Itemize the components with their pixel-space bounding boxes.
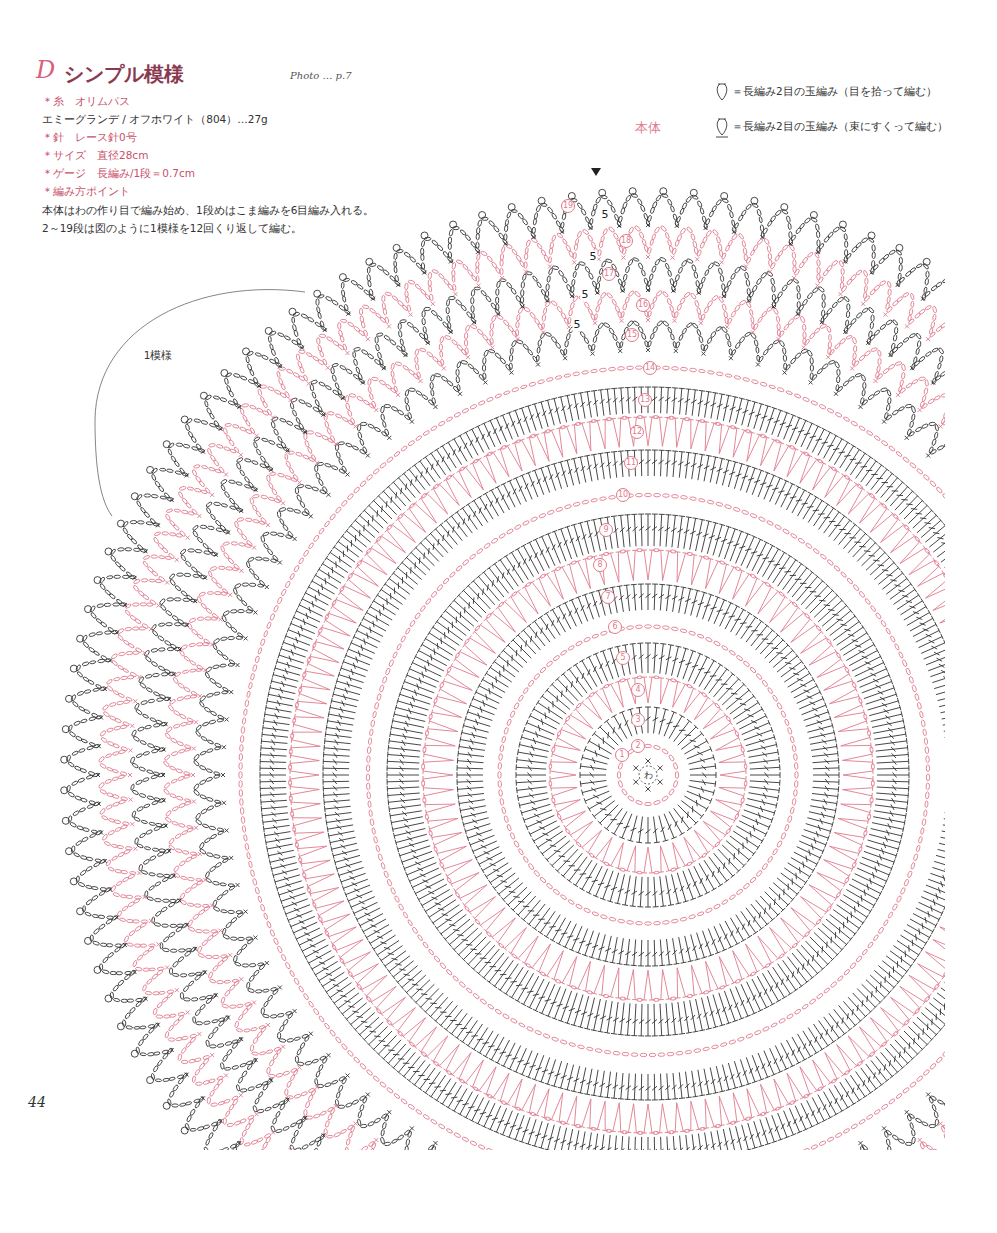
page-number: 44 xyxy=(28,1094,46,1111)
stitch-rings xyxy=(61,188,945,1150)
row-number: 19 xyxy=(561,199,575,213)
stitch-row xyxy=(422,549,875,1002)
pattern-note: ＊ゲージ 長編み/1段＝0.7cm xyxy=(40,167,197,180)
stitch-row xyxy=(633,759,662,792)
legend-text: ＝長編み2目の玉編み（束にすくって編む） xyxy=(732,120,948,133)
row-number: 3 xyxy=(631,713,645,727)
magic-ring xyxy=(639,766,657,784)
pattern-note: ＊編み方ポイント xyxy=(40,185,132,198)
photo-reference: Photo … p.7 xyxy=(290,70,352,82)
row-number: 12 xyxy=(630,425,644,439)
chain-count: 5 xyxy=(573,318,582,331)
row-number: 15 xyxy=(625,328,639,342)
stitch-row xyxy=(164,291,945,1150)
ring-label: わ xyxy=(644,770,653,781)
pattern-note: ＊針 レース針0号 xyxy=(40,131,139,144)
stitch-row xyxy=(131,258,945,1150)
stitch-row xyxy=(239,366,945,1150)
row-number: 1 xyxy=(615,748,629,762)
row-number: 18 xyxy=(619,234,633,248)
row-number: 10 xyxy=(616,488,630,502)
repeat-label: 1模様 xyxy=(144,349,173,362)
row-number: 7 xyxy=(601,590,615,604)
stitch-row xyxy=(194,321,945,1150)
pattern-note: 2～19段は図のように1模様を12回くり返して編む。 xyxy=(40,222,304,235)
stitch-row xyxy=(99,226,945,1150)
row-number: 6 xyxy=(608,620,622,634)
row-number: 13 xyxy=(638,393,652,407)
stitch-row xyxy=(457,584,839,966)
stitch-row xyxy=(366,493,929,1056)
pattern-note: ＊サイズ 直径28cm xyxy=(40,149,150,162)
stitch-row xyxy=(580,707,716,843)
stitch-row xyxy=(549,676,747,874)
row-number: 11 xyxy=(624,456,638,470)
stitch-row xyxy=(323,450,945,1100)
repeat-bracket xyxy=(95,290,305,516)
chain-count: 5 xyxy=(601,208,610,221)
legend-symbol xyxy=(717,84,727,100)
pattern-note: ＊糸 オリムパス xyxy=(40,95,132,108)
stitch-row xyxy=(61,188,945,1150)
chain-count: 5 xyxy=(581,288,590,301)
start-marker xyxy=(591,168,601,176)
stitch-row xyxy=(498,625,798,925)
pattern-note: 本体はわの作り目で編み始め、1段めはこま編みを6目編み入れる。 xyxy=(40,204,376,217)
row-number: 2 xyxy=(631,739,645,753)
stitch-row xyxy=(387,514,909,1036)
stitch-row xyxy=(516,643,780,907)
chart-letter: D xyxy=(36,56,55,85)
row-number: 17 xyxy=(602,267,616,281)
row-number: 4 xyxy=(631,683,645,697)
chart-title: シンプル模様 xyxy=(64,62,184,86)
row-number: 9 xyxy=(599,523,613,537)
part-name: 本体 xyxy=(635,120,661,136)
pattern-note: エミーグランデ / オフホワイト（804）…27g xyxy=(40,113,270,126)
row-number: 5 xyxy=(616,651,630,665)
row-number: 16 xyxy=(636,298,650,312)
legend-text: ＝長編み2目の玉編み（目を拾って編む） xyxy=(732,85,937,98)
legend-symbol xyxy=(716,119,728,137)
chain-count: 5 xyxy=(589,250,598,263)
row-number: 8 xyxy=(593,558,607,572)
stitch-row xyxy=(260,387,945,1150)
row-number: 14 xyxy=(643,361,657,375)
